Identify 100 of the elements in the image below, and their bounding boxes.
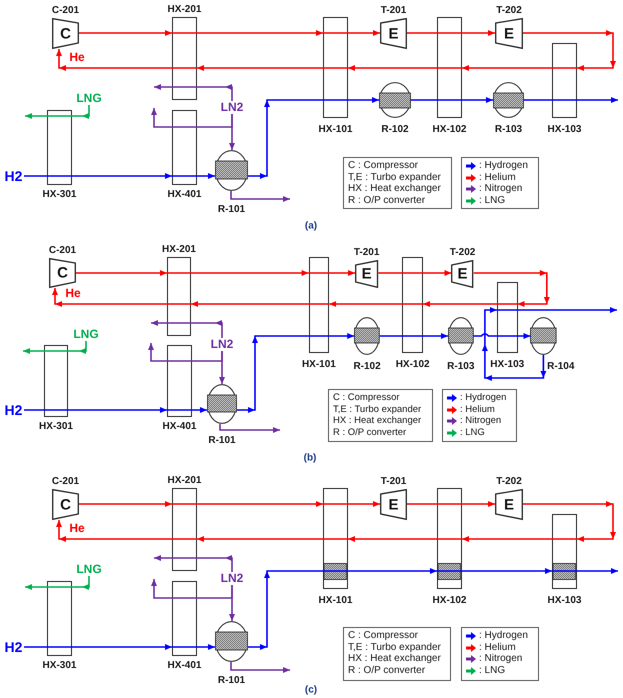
flow-arrow bbox=[474, 270, 550, 307]
flow-arrow bbox=[422, 301, 518, 307]
stream-label: He bbox=[68, 51, 86, 64]
key-text: R : O/P converter bbox=[348, 195, 426, 207]
flow-line bbox=[24, 646, 47, 648]
stream-label: LN2 bbox=[220, 101, 244, 114]
flow-arrow bbox=[167, 407, 207, 413]
flow-arrow bbox=[496, 307, 617, 313]
flow-arrow bbox=[230, 662, 290, 673]
equipment-tag: C-201 bbox=[48, 245, 76, 256]
flow-arrow bbox=[79, 30, 172, 36]
equipment-tag: HX-103 bbox=[548, 124, 582, 135]
flow-arrow bbox=[25, 584, 72, 590]
equipment-tag: T-201 bbox=[354, 247, 380, 258]
flow-arrow bbox=[229, 114, 235, 150]
equipment-tag: R-102 bbox=[381, 124, 409, 135]
equipment-tag: HX-101 bbox=[318, 124, 352, 135]
flow-arrow bbox=[308, 270, 356, 276]
equipment-tag: HX-102 bbox=[432, 124, 466, 135]
flow-arrow bbox=[56, 49, 197, 71]
flow-arrow bbox=[462, 536, 577, 542]
flow-arrow bbox=[47, 644, 172, 650]
equipment-tag: HX-103 bbox=[490, 358, 524, 370]
flow-arrow bbox=[323, 568, 437, 574]
legend-text: : LNG bbox=[460, 427, 485, 439]
flow-arrow bbox=[219, 424, 280, 433]
equipment-tag: HX-102 bbox=[432, 594, 466, 606]
flow-arrow bbox=[348, 65, 462, 71]
equipment-tag: R-101 bbox=[218, 204, 246, 215]
stream-label: H2 bbox=[3, 169, 24, 184]
flow-line bbox=[411, 99, 437, 101]
flow-arrow bbox=[552, 97, 618, 103]
flow-arrow bbox=[72, 576, 90, 590]
equipment-tag: C-201 bbox=[52, 5, 80, 16]
flow-arrow bbox=[437, 568, 552, 574]
equipment-tag: HX-301 bbox=[42, 660, 76, 671]
flow-arrow bbox=[437, 30, 495, 36]
legend-text: : Nitrogen bbox=[479, 653, 522, 666]
equipment-tag: HX-301 bbox=[42, 188, 76, 200]
flow-line bbox=[407, 32, 437, 34]
legend-text: : Helium bbox=[479, 172, 516, 184]
equipment-tag: R-102 bbox=[353, 361, 381, 372]
stream-label: He bbox=[64, 287, 82, 300]
flow-arrow bbox=[197, 65, 348, 71]
legend-text: : Nitrogen bbox=[479, 183, 522, 196]
equipment-tag: R-103 bbox=[494, 124, 522, 135]
equipment-tag: HX-103 bbox=[548, 594, 582, 606]
symbol-letter: E bbox=[388, 26, 398, 41]
flow-arrow bbox=[552, 568, 618, 574]
symbol-letter: E bbox=[458, 266, 468, 282]
flow-arrow bbox=[248, 570, 323, 650]
panel-label: (c) bbox=[304, 684, 318, 696]
flow-arrow bbox=[44, 407, 167, 413]
stream-label: LNG bbox=[76, 563, 102, 576]
flow-arrow bbox=[151, 579, 197, 599]
legend-text: : Helium bbox=[460, 404, 495, 416]
flow-arrow bbox=[72, 105, 90, 119]
key-text: T,E : Turbo expander bbox=[348, 172, 441, 184]
flow-arrow bbox=[496, 333, 530, 339]
flow-arrow bbox=[167, 270, 309, 276]
stream-label: LNG bbox=[73, 328, 99, 341]
flow-arrow bbox=[323, 501, 380, 507]
flow-line bbox=[24, 409, 44, 411]
flow-arrow bbox=[523, 501, 616, 542]
equipment-tag: R-103 bbox=[447, 361, 474, 372]
stream-label: H2 bbox=[3, 640, 24, 655]
flow-arrow bbox=[191, 320, 223, 338]
symbol-letter: E bbox=[504, 497, 514, 512]
equipment-tag: R-101 bbox=[218, 675, 246, 686]
key-text: C : Compressor bbox=[333, 392, 400, 404]
equipment-tag: T-202 bbox=[496, 5, 522, 16]
equipment-tag: HX-301 bbox=[39, 420, 73, 432]
flow-arrow bbox=[197, 555, 233, 572]
equipment-tag: R-101 bbox=[208, 435, 236, 446]
flow-arrow bbox=[437, 97, 493, 103]
equipment-tag: HX-401 bbox=[168, 188, 202, 200]
flow-arrow bbox=[323, 97, 379, 103]
legend-text: : LNG bbox=[479, 195, 506, 207]
flow-arrow bbox=[329, 301, 423, 307]
flow-arrow bbox=[52, 288, 191, 307]
stream-label: H2 bbox=[3, 403, 24, 418]
key-text: HX : Heat exchanger bbox=[333, 415, 422, 428]
stream-label: LN2 bbox=[210, 338, 234, 351]
flow-line bbox=[380, 335, 402, 337]
flow-arrow bbox=[248, 99, 323, 179]
key-text: HX : Heat exchanger bbox=[348, 653, 441, 666]
flow-arrow bbox=[308, 333, 354, 339]
flow-arrow bbox=[151, 320, 191, 326]
legend-text: : Hydrogen bbox=[479, 630, 528, 642]
equipment-tag: C-201 bbox=[52, 476, 80, 487]
equipment-tag: T-202 bbox=[450, 247, 476, 258]
legend-text: : Helium bbox=[479, 642, 516, 654]
panel-label: (a) bbox=[304, 220, 318, 232]
flow-arrow bbox=[79, 501, 172, 507]
flow-arrow bbox=[151, 108, 197, 128]
equipment-tag: T-201 bbox=[380, 5, 406, 16]
flow-arrow bbox=[230, 191, 290, 202]
panel-label: (b) bbox=[304, 452, 316, 464]
flow-arrow bbox=[482, 307, 546, 381]
flow-arrow bbox=[172, 30, 323, 36]
